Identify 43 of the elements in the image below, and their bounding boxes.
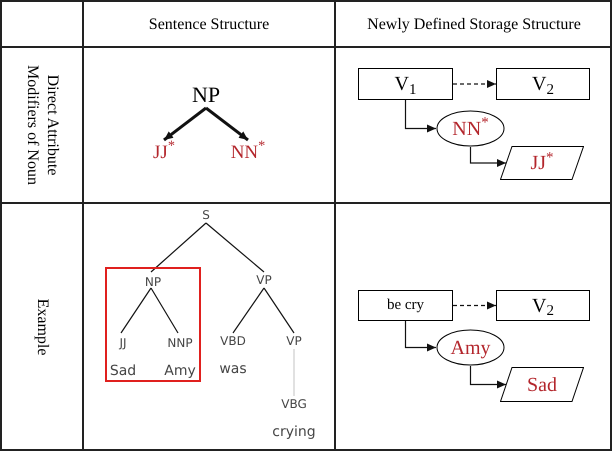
arrow (453, 80, 496, 88)
word-label: was (219, 362, 247, 376)
arrow (470, 366, 506, 388)
tree-line (150, 288, 179, 334)
column-header: Sentence Structure (148, 15, 270, 35)
storage-box: V$_{2}$ (496, 68, 590, 100)
row-header: Example (33, 298, 52, 358)
parallelogram-node: JJ$^{*}$ (500, 146, 584, 180)
tree-label: VP (252, 272, 276, 288)
storage-box: be cry (358, 290, 453, 321)
tree-label: S (199, 207, 213, 223)
tree-label: VBD (217, 333, 249, 349)
arrow (470, 147, 506, 167)
tree-label: JJ$^{*}$ (143, 140, 185, 164)
tree-line (264, 288, 294, 334)
tree-line (150, 222, 206, 272)
arrow (404, 321, 436, 352)
word-label: Sad (110, 364, 136, 378)
tree-label: NP (141, 274, 165, 290)
row-header: Direct Attribute Modifiers of Noun (23, 64, 62, 187)
tree-label: JJ (113, 335, 133, 351)
arrow (163, 106, 207, 142)
tree-label: NN$^{*}$ (226, 140, 270, 164)
column-header: Newly Defined Storage Structure (367, 15, 581, 35)
tree-line (232, 288, 264, 334)
arrow (453, 302, 496, 310)
tree-label: VP (282, 333, 306, 349)
tree-line (293, 349, 295, 396)
highlight-box (105, 267, 201, 382)
word-label: crying (272, 425, 316, 439)
arrow (205, 106, 249, 142)
storage-box: V$_{1}$ (358, 68, 453, 100)
storage-box: V$_{2}$ (496, 290, 590, 321)
tree-line (206, 222, 264, 272)
tree-label: NNP (164, 335, 196, 351)
parallelogram-node: Sad (500, 367, 584, 402)
tree-label: NP (188, 82, 224, 108)
tree-label: VBG (278, 396, 310, 412)
ellipse-node: NN$^{*}$ (436, 110, 505, 147)
arrow (404, 100, 436, 132)
tree-line (120, 288, 152, 334)
ellipse-node: Amy (436, 329, 505, 366)
word-label: Amy (164, 364, 196, 378)
